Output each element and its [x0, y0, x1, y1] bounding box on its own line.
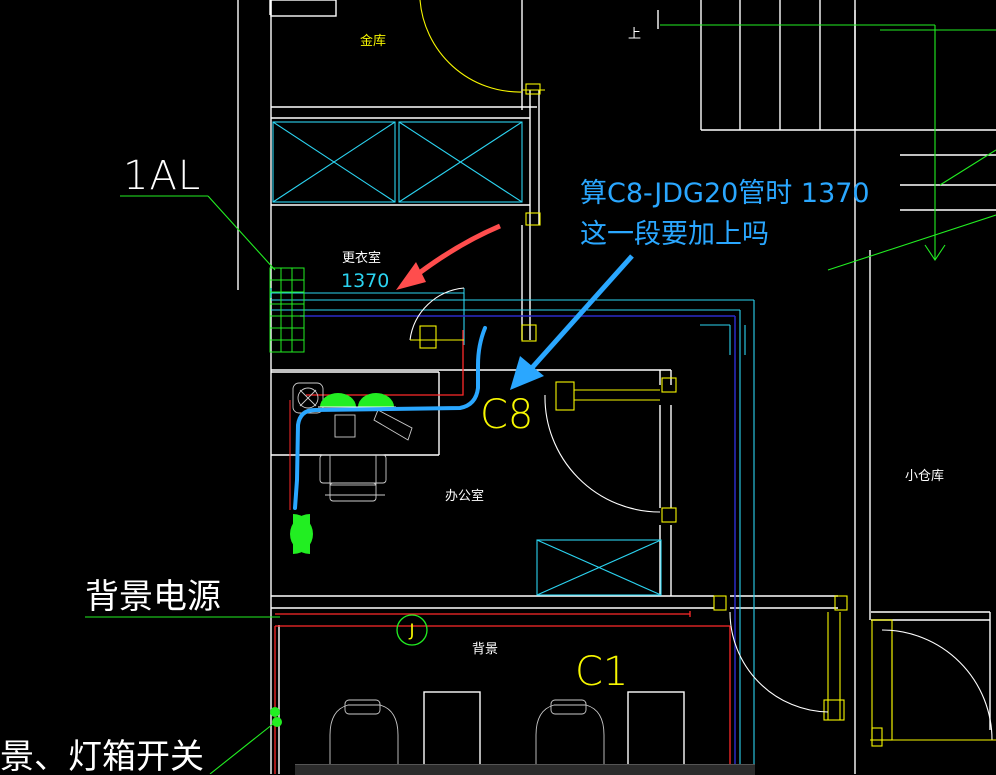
red-arrow [408, 223, 501, 282]
label-c1: C1 [575, 649, 628, 695]
annotation-line-2: 这一段要加上吗 [580, 219, 769, 250]
blue-arrow-head [510, 356, 544, 390]
label-vault: 金库 [360, 33, 386, 49]
label-background-power: 背景电源 [85, 577, 221, 617]
conduit-sketch [293, 326, 487, 510]
annotation-line-1: 算C8-JDG20管时 1370 [580, 178, 870, 209]
red-lines [274, 330, 731, 774]
green-lines [85, 24, 996, 774]
junction-label: J [408, 621, 414, 641]
label-office: 办公室 [445, 488, 484, 504]
label-changing-room: 更衣室 [342, 250, 381, 266]
cabinets [270, 121, 755, 774]
junction-box[interactable]: J [396, 614, 428, 646]
label-1al: 1AL [123, 153, 201, 199]
light-fixtures[interactable] [270, 393, 396, 727]
label-lightbox-switch: 景、灯箱开关 [0, 737, 204, 774]
red-arrow-head [396, 262, 426, 290]
label-small-warehouse: 小仓库 [905, 468, 944, 484]
bottom-toolbar [295, 764, 755, 775]
distribution-panel-1al[interactable] [269, 267, 305, 353]
label-background: 背景 [472, 642, 498, 657]
blue-arrow [528, 254, 634, 372]
navy-lines [300, 315, 736, 774]
label-c8: C8 [480, 392, 533, 438]
doors [409, 0, 996, 747]
label-up: 上 [628, 27, 641, 42]
dimension-1370: 1370 [341, 270, 389, 292]
furniture [292, 382, 605, 774]
walls [237, 0, 996, 774]
